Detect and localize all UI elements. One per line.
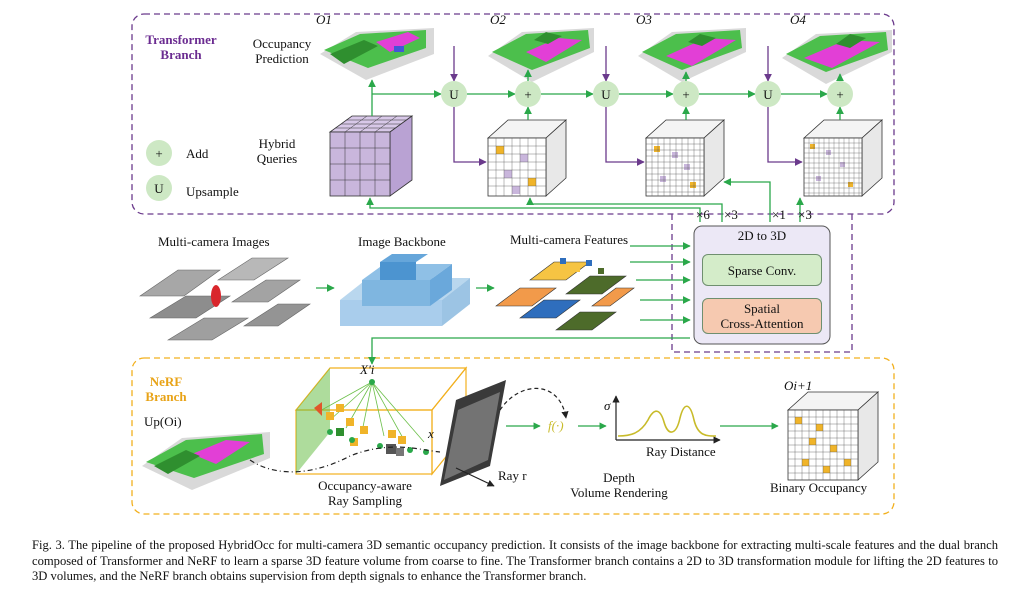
node-symbol: + <box>682 87 690 102</box>
queries-line1: Hybrid <box>258 136 296 151</box>
pipeline-figure: Transformer Branch Occupancy Prediction … <box>131 12 895 515</box>
lifting-module-title: 2D to 3D <box>737 228 787 243</box>
nerf-flow-arrows <box>249 387 779 487</box>
upsample-node-1 <box>441 81 467 107</box>
figure-caption: Fig. 3. The pipeline of the proposed Hyb… <box>32 538 998 584</box>
multiplier-label: ×3 <box>724 207 738 222</box>
multiplier-label: ×3 <box>798 207 812 222</box>
multiplier-label: ×6 <box>696 207 710 222</box>
density-plot <box>612 395 721 444</box>
legend-add-label: Add <box>186 146 209 161</box>
nerf-branch-title-line1: NeRF <box>149 374 183 389</box>
point-x-label: x <box>428 426 434 441</box>
legend-upsample-label: Upsample <box>186 184 239 199</box>
nerf-branch-title: NeRF Branch <box>138 374 194 404</box>
voxel-cube-stage4 <box>802 119 884 197</box>
occupancy-scene-o2 <box>488 28 594 82</box>
attention-line1: Spatial <box>743 301 781 316</box>
ego-car-icon <box>211 285 221 307</box>
transformer-branch-title-line1: Transformer <box>145 32 217 47</box>
sample-point-label: X'i <box>360 362 375 377</box>
op-nodes <box>146 81 853 201</box>
upsample-node-3 <box>755 81 781 107</box>
upsampled-occupancy-scene <box>142 432 270 490</box>
occupancy-label-line1: Occupancy <box>252 36 312 51</box>
hybrid-queries-label: Hybrid Queries <box>248 136 306 166</box>
rendering-line2: Volume Rendering <box>570 485 668 500</box>
multi-camera-images-label: Multi-camera Images <box>158 234 270 249</box>
pipeline-diagram <box>131 13 895 515</box>
attention-line2: Cross-Attention <box>720 316 804 331</box>
occupancy-scene-o1 <box>316 24 434 80</box>
legend-upsample-node <box>146 175 172 201</box>
transformer-branch-title: Transformer Branch <box>136 32 226 62</box>
ray-distance-label: Ray Distance <box>646 444 716 459</box>
output-label-o2: O2 <box>490 12 506 27</box>
node-symbol: + <box>524 87 532 102</box>
queries-line2: Queries <box>256 151 298 166</box>
nerf-branch-border <box>131 357 895 515</box>
node-symbol: U <box>449 87 459 102</box>
multiplier-label: ×1 <box>772 207 786 222</box>
ray-sampling-volume <box>294 366 468 476</box>
binary-occupancy-label: Binary Occupancy <box>770 480 868 495</box>
image-backbone-block <box>340 254 470 326</box>
node-symbol: U <box>601 87 611 102</box>
occupancy-scene-o4 <box>782 30 892 84</box>
transformer-branch-border <box>131 13 895 215</box>
add-node-1 <box>515 81 541 107</box>
add-node-2 <box>673 81 699 107</box>
multi-camera-features-label: Multi-camera Features <box>510 232 629 247</box>
occupancy-label-line2: Prediction <box>255 51 309 66</box>
add-node-3 <box>827 81 853 107</box>
legend-add-node <box>146 140 172 166</box>
multi-camera-features <box>495 258 635 331</box>
transformer-branch-title-line2: Branch <box>160 47 202 62</box>
upsampled-occupancy-label: Up(Oi) <box>144 414 182 429</box>
volume-rendering-label: Depth Volume Rendering <box>560 470 678 500</box>
next-output-label: Oi+1 <box>784 378 813 393</box>
sampling-line1: Occupancy-aware <box>318 478 412 493</box>
ray-label: Ray r <box>498 468 527 483</box>
legend-add-symbol: + <box>155 146 163 161</box>
hybrid-queries-cube <box>328 115 414 197</box>
image-backbone-label: Image Backbone <box>358 234 446 249</box>
multi-camera-images <box>139 257 311 341</box>
output-label-o1: O1 <box>316 12 332 27</box>
upsample-node-2 <box>593 81 619 107</box>
binary-occupancy-cube <box>786 391 880 481</box>
voxel-cube-stage2 <box>486 119 568 197</box>
depth-image <box>440 380 506 486</box>
output-label-o3: O3 <box>636 12 652 27</box>
sampling-line2: Ray Sampling <box>327 493 403 508</box>
spatial-cross-attention-block: Spatial Cross-Attention <box>702 298 822 334</box>
output-label-o4: O4 <box>790 12 806 27</box>
rendering-line1: Depth <box>603 470 635 485</box>
node-symbol: U <box>763 87 773 102</box>
sparse-conv-block: Sparse Conv. <box>702 254 822 286</box>
node-symbol: + <box>836 87 844 102</box>
voxel-cube-stage3 <box>644 119 726 197</box>
legend-upsample-symbol: U <box>154 181 164 196</box>
occupancy-prediction-label: Occupancy Prediction <box>242 36 322 66</box>
nerf-branch-title-line2: Branch <box>145 389 187 404</box>
transformer-flow-arrows <box>366 46 844 222</box>
sparse-conv-label: Sparse Conv. <box>727 262 797 278</box>
function-label: f(·) <box>548 418 564 433</box>
sigma-label: σ <box>604 398 611 413</box>
occupancy-scene-o3 <box>638 28 746 82</box>
ray-sampling-label: Occupancy-aware Ray Sampling <box>306 478 424 508</box>
